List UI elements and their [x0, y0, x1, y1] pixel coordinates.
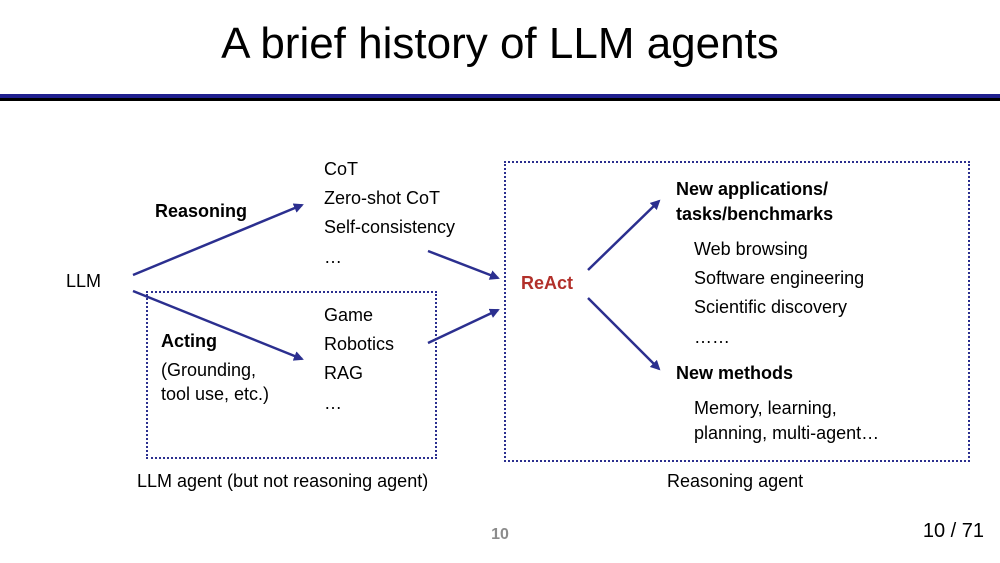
reasoning-agent-caption: Reasoning agent: [667, 471, 804, 491]
arrow-llm-to-acting: [132, 289, 304, 361]
llm-agent-caption: LLM agent (but not reasoning agent): [137, 471, 429, 491]
acting-method-game: Game: [324, 305, 374, 325]
slide-title: A brief history of LLM agents: [221, 19, 779, 68]
acting-method-robotics: Robotics: [324, 334, 395, 354]
reasoning-method-self-consistency: Self-consistency: [324, 217, 456, 237]
new-methods-line-1: Memory, learning,: [694, 398, 837, 418]
new-methods-title: New methods: [676, 363, 794, 383]
new-app-software-engineering: Software engineering: [694, 268, 865, 288]
new-methods-line-2: planning, multi-agent…: [694, 423, 880, 443]
reasoning-method-cot: CoT: [324, 159, 359, 179]
new-app-web-browsing: Web browsing: [694, 239, 808, 259]
reasoning-agent-box: [504, 161, 970, 462]
reasoning-label: Reasoning: [155, 201, 248, 221]
reasoning-method-zero-shot-cot: Zero-shot CoT: [324, 188, 441, 208]
new-apps-title-line-1: New applications/: [676, 179, 829, 199]
arrow-reasoning-to-react: [427, 249, 500, 280]
acting-method-ellipsis: …: [324, 393, 342, 413]
acting-label: Acting: [161, 331, 217, 351]
llm-agent-box: [146, 291, 437, 459]
new-app-ellipsis: ……: [694, 327, 730, 347]
arrow-react-to-new-methods: [587, 297, 661, 371]
title-rule-black: [0, 98, 1000, 101]
new-app-scientific-discovery: Scientific discovery: [694, 297, 848, 317]
llm-node: LLM: [66, 271, 102, 291]
arrow-llm-to-reasoning: [132, 203, 304, 277]
acting-detail-line-1: (Grounding,: [161, 360, 257, 380]
reasoning-method-ellipsis: …: [324, 247, 342, 267]
page-number-right: 10 / 71: [922, 520, 984, 542]
arrow-acting-to-react: [427, 308, 500, 345]
new-apps-title-line-2: tasks/benchmarks: [676, 204, 834, 224]
acting-method-rag: RAG: [324, 363, 364, 383]
title-rule-blue: [0, 94, 1000, 98]
acting-detail-line-2: tool use, etc.): [161, 384, 270, 404]
arrow-react-to-new-apps: [587, 199, 661, 271]
react-node: ReAct: [521, 273, 574, 293]
page-number-center: 10: [491, 526, 509, 543]
